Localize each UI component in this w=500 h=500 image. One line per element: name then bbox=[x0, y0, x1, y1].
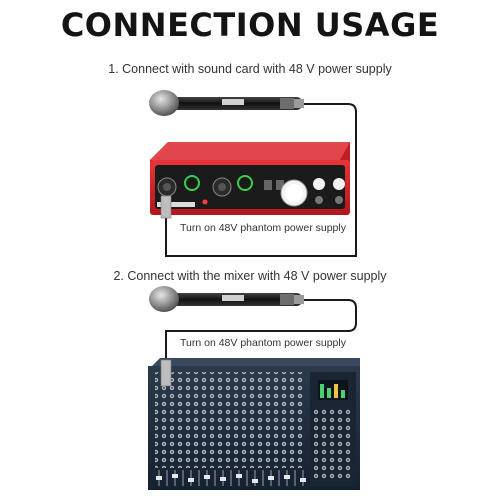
step-1-label: 1. Connect with sound card with 48 V pow… bbox=[108, 62, 392, 76]
mixer bbox=[148, 358, 360, 490]
step-2-note: Turn on 48V phantom power supply bbox=[180, 337, 346, 349]
page-title: CONNECTION USAGE bbox=[60, 6, 440, 44]
step-1-note: Turn on 48V phantom power supply bbox=[180, 222, 346, 234]
microphone-2 bbox=[149, 286, 357, 364]
microphone-1 bbox=[149, 90, 357, 257]
xlr-cable-1 bbox=[165, 103, 357, 257]
step-2-label: 2. Connect with the mixer with 48 V powe… bbox=[113, 269, 387, 283]
xlr-cable-2 bbox=[165, 299, 357, 364]
sound-card bbox=[150, 142, 350, 219]
